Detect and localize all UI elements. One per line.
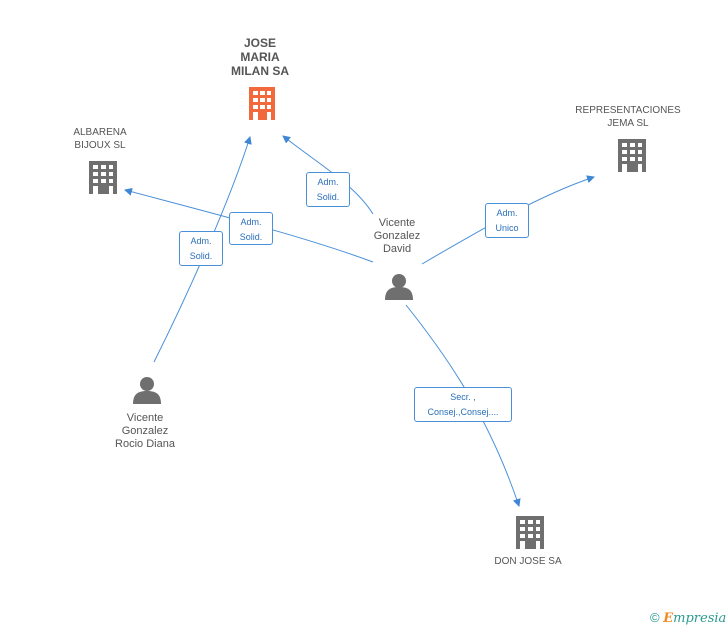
label-line: MILAN SA <box>231 64 289 78</box>
label-line: Gonzalez <box>121 425 169 437</box>
edge-label-line: Unico <box>495 223 519 233</box>
node-label-jose-maria-milan[interactable]: JOSE MARIA MILAN SA <box>220 36 300 78</box>
edge-label-line: Adm. <box>240 217 262 227</box>
edge-label-line: Consej.,Consej.... <box>427 407 499 417</box>
building-icon <box>89 161 117 194</box>
copyright-icon: © <box>650 610 660 625</box>
edge-label-secr-consej[interactable]: Secr. , Consej.,Consej.... <box>414 387 512 422</box>
person-icon <box>133 377 161 404</box>
node-label-don-jose[interactable]: DON JOSE SA <box>480 555 576 568</box>
label-line: Vicente <box>378 217 416 229</box>
edge-label-adm-solid[interactable]: Adm. Solid. <box>306 172 350 207</box>
edge-label-adm-solid[interactable]: Adm. Solid. <box>179 231 223 266</box>
label-line: Rocio Diana <box>115 438 175 450</box>
edge-label-line: Adm. <box>190 236 212 246</box>
label-line: MARIA <box>240 50 280 64</box>
edge-label-adm-solid[interactable]: Adm. Solid. <box>229 212 273 245</box>
edge-label-line: Solid. <box>239 232 263 242</box>
label-line: REPRESENTACIONES <box>575 105 681 116</box>
label-line: DON JOSE SA <box>494 556 562 567</box>
person-icon <box>385 274 413 300</box>
edge-label-line: Solid. <box>189 251 213 261</box>
edge-label-line: Adm. <box>496 208 518 218</box>
label-line: JEMA SL <box>607 118 649 129</box>
node-label-representaciones[interactable]: REPRESENTACIONES JEMA SL <box>568 104 688 130</box>
building-icon <box>249 87 275 120</box>
building-icon <box>618 139 646 172</box>
node-label-vicente-gonzalez-david[interactable]: Vicente Gonzalez David <box>356 217 438 256</box>
building-icon <box>516 516 544 549</box>
label-line: BIJOUX SL <box>74 140 126 151</box>
edge-label-line: Solid. <box>316 192 340 202</box>
node-label-vicente-gonzalez-rocio[interactable]: Vicente Gonzalez Rocio Diana <box>100 412 190 451</box>
footer-brand[interactable]: © Empresia <box>650 610 726 626</box>
brand-text: mpresia <box>673 611 727 626</box>
edge-label-line: Secr. , <box>450 392 476 402</box>
brand-letter: E <box>663 611 674 626</box>
edge-label-adm-unico[interactable]: Adm. Unico <box>485 203 529 238</box>
label-line: Gonzalez <box>373 230 421 242</box>
label-line: JOSE <box>243 36 276 50</box>
label-line: ALBARENA <box>73 127 127 138</box>
label-line: David <box>382 243 412 255</box>
brand-logo: Empresia <box>663 611 726 626</box>
label-line: Vicente <box>126 412 164 424</box>
node-label-albarena[interactable]: ALBARENA BIJOUX SL <box>60 126 140 152</box>
edge-label-line: Adm. <box>317 177 339 187</box>
